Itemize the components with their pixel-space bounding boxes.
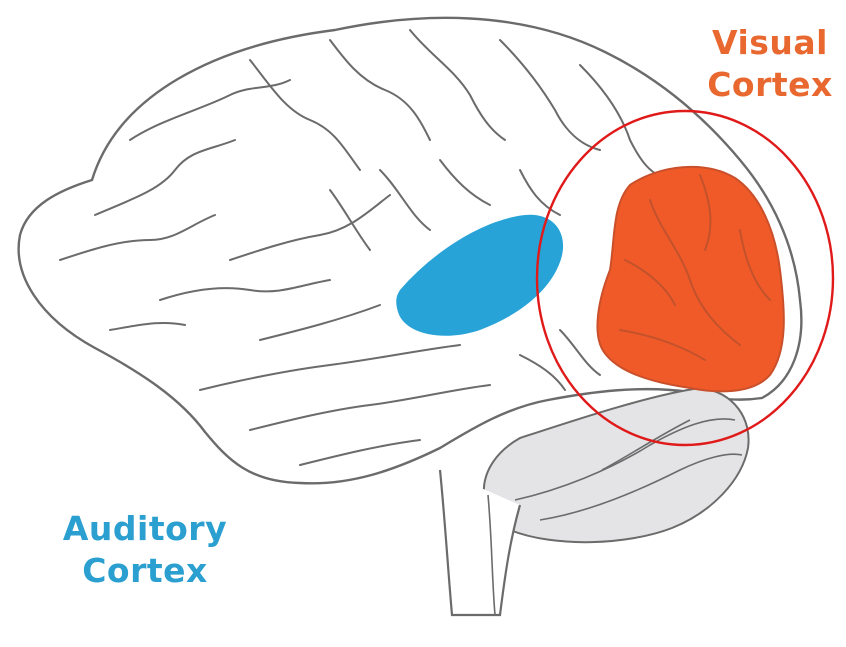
visual-cortex-label: Visual Cortex — [700, 22, 840, 106]
auditory-label-line1: Auditory — [40, 508, 250, 550]
auditory-cortex-label: Auditory Cortex — [40, 508, 250, 592]
visual-label-line2: Cortex — [700, 64, 840, 106]
cerebellum — [484, 388, 749, 542]
auditory-label-line2: Cortex — [40, 550, 250, 592]
visual-label-line1: Visual — [700, 22, 840, 64]
